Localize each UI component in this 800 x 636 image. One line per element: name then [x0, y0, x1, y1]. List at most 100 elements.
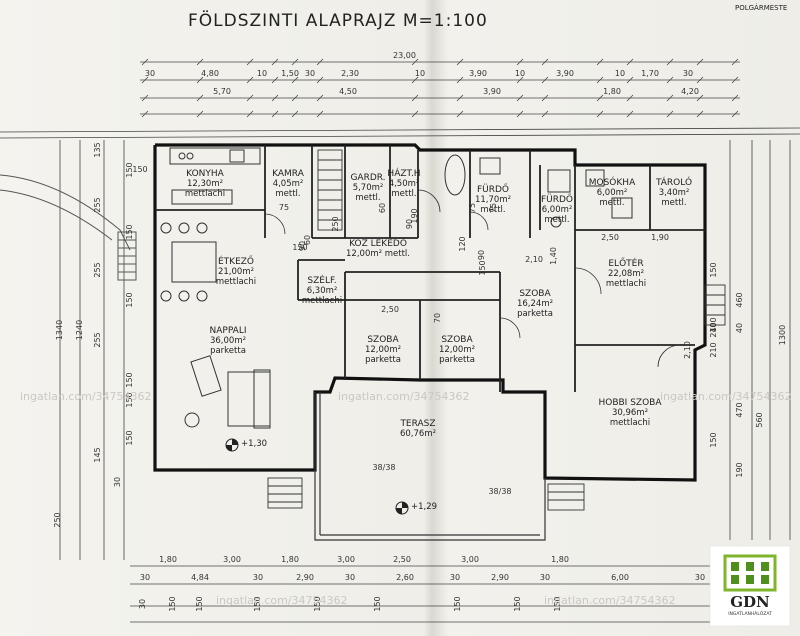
room-label-kamra-1: 4,05m² [273, 179, 304, 189]
dim-left-4: 255 [93, 262, 102, 277]
dim-left-14: 250 [53, 512, 62, 527]
room-label-szelf-0: SZÉLF. [307, 274, 336, 286]
dim-inner-7: 190 [410, 208, 419, 223]
logo-subtitle: INGATLANHÁLÓZAT [728, 610, 772, 617]
dim-bottom_row3-3: 150 [253, 596, 262, 611]
dim-bottom_row2-8: 30 [540, 573, 550, 582]
dim-bottom_row1-3: 3,00 [337, 555, 355, 564]
dim-left-7: 1340 [55, 320, 64, 340]
room-label-szoba_a-2: parketta [365, 355, 401, 365]
room-label-szoba_b-1: 12,00m² [439, 345, 475, 355]
dim-inner-20: 38/38 [372, 463, 395, 472]
room-label-terasz-1: 60,76m² [400, 429, 436, 439]
dim-left-3: 150 [125, 224, 134, 239]
dim-top-total: 23,00 [393, 51, 416, 60]
room-label-mosokonyha-2: mettl. [599, 198, 624, 208]
room-label-konyha-0: KONYHA [186, 169, 224, 179]
dim-bottom_row2-0: 30 [140, 573, 150, 582]
dim-right-2: 240 [709, 322, 718, 337]
outer-walls [153, 143, 707, 482]
dim-bottom_row3-2: 150 [195, 596, 204, 611]
living-room-furniture [184, 355, 271, 429]
dim-bottom_row2-3: 2,90 [296, 573, 314, 582]
dim-bottom_row3-8: 150 [553, 596, 562, 611]
dim-top_row1-4: 30 [305, 69, 315, 78]
room-label-etkezo-1: 21,00m² [218, 267, 254, 277]
dim-bottom_row3-7: 150 [513, 596, 522, 611]
dim-bottom_row3-1: 150 [168, 596, 177, 611]
dim-right-4: 1300 [778, 325, 787, 345]
dim-bottom_row1-6: 1,80 [551, 555, 569, 564]
top-dimension-lines [0, 61, 800, 139]
dim-inner-17: 120 [458, 236, 467, 251]
room-label-terasz-0: TERASZ [399, 419, 435, 429]
dim-left-5: 150 [125, 292, 134, 307]
dim-left-10: 150 [125, 392, 134, 407]
dim-bottom_row3-0: 30 [138, 599, 147, 609]
dim-inner-5: 60 [378, 203, 387, 213]
stamp-text: POLGÁRMESTE [735, 3, 787, 12]
garden-path [0, 174, 137, 281]
watermark-2: ingatlan.com/34754362 [660, 390, 792, 403]
dim-left-12: 145 [93, 447, 102, 462]
dining-table [160, 222, 217, 302]
plan-title: FÖLDSZINTI ALAPRAJZ M=1:100 [188, 9, 488, 31]
dim-inner-14: 1,40 [549, 247, 558, 265]
dim-top_row1-7: 3,90 [469, 69, 487, 78]
dim-bottom_row2-10: 30 [695, 573, 705, 582]
room-label-gardr-0: GARDR. [350, 173, 385, 183]
dim-top_row1-2: 10 [257, 69, 267, 78]
room-label-szoba_kozep-1: 16,24m² [517, 299, 553, 309]
dim-top_row1-10: 10 [615, 69, 625, 78]
dim-top_row1-3: 1,50 [281, 69, 299, 78]
dim-left-8: 150 [125, 372, 134, 387]
bathroom-fixtures [444, 154, 633, 228]
dim-inner-9: 1,90 [651, 233, 669, 242]
room-label-mosokonyha-1: 6,00m² [597, 188, 628, 198]
dim-bottom_row2-6: 30 [450, 573, 460, 582]
room-label-kamra-0: KAMRA [272, 169, 305, 179]
room-label-gardr-2: mettl. [355, 193, 380, 203]
room-label-etkezo-0: ÉTKEZŐ [218, 255, 254, 267]
room-label-furdo1-2: mettl. [480, 205, 505, 215]
room-label-hobbi-2: mettlachi [610, 418, 650, 428]
left-dimension-lines [59, 140, 125, 560]
room-label-szelf-2: mettlachi [302, 296, 342, 306]
dim-left: 1351502551502551501240134015025515015014… [53, 142, 134, 527]
room-label-furdo1-1: 11,70m² [475, 195, 511, 205]
level-marker-a: +1,30 [225, 438, 267, 452]
dim-bottom_row1-2: 1,80 [281, 555, 299, 564]
room-label-furdo2-2: mettl. [544, 215, 569, 225]
dim-left-2: 255 [93, 197, 102, 212]
room-label-tarolo-2: mettl. [661, 198, 686, 208]
room-label-eloter-0: ELŐTÉR [608, 257, 643, 269]
dim-inner-15: 90 [477, 250, 486, 260]
dim-bottom_row2-1: 4,84 [191, 573, 209, 582]
room-label-nappali-2: parketta [210, 346, 246, 356]
room-label-szoba_b-2: parketta [439, 355, 475, 365]
dim-bottom_row2-4: 30 [345, 573, 355, 582]
level-text-b: +1,29 [411, 502, 437, 512]
dim-top_row1-0: 30 [145, 69, 155, 78]
dim-right-8: 560 [755, 412, 764, 427]
dim-top_row1-1: 4,80 [201, 69, 219, 78]
room-label-konyha-1: 12,30m² [187, 179, 223, 189]
dim-right-5: 150 [709, 432, 718, 447]
room-label-szoba_b-0: SZOBA [441, 335, 473, 345]
dim-bottom_row3-4: 150 [313, 596, 322, 611]
dim-inner-19: 75 [489, 203, 498, 213]
dim-bottom_row2-7: 2,90 [491, 573, 509, 582]
stairs [267, 149, 726, 511]
dim-inner-18: 75 [468, 203, 477, 213]
dim-right-6: 470 [735, 402, 744, 417]
dim-left-1: 150 [125, 162, 134, 177]
room-label-tarolo-1: 3,40m² [659, 188, 690, 198]
dim-bottom_row1-5: 3,00 [461, 555, 479, 564]
watermark-0: ingatlan.com/34754362 [20, 390, 152, 403]
dim-left-11: 150 [125, 430, 134, 445]
